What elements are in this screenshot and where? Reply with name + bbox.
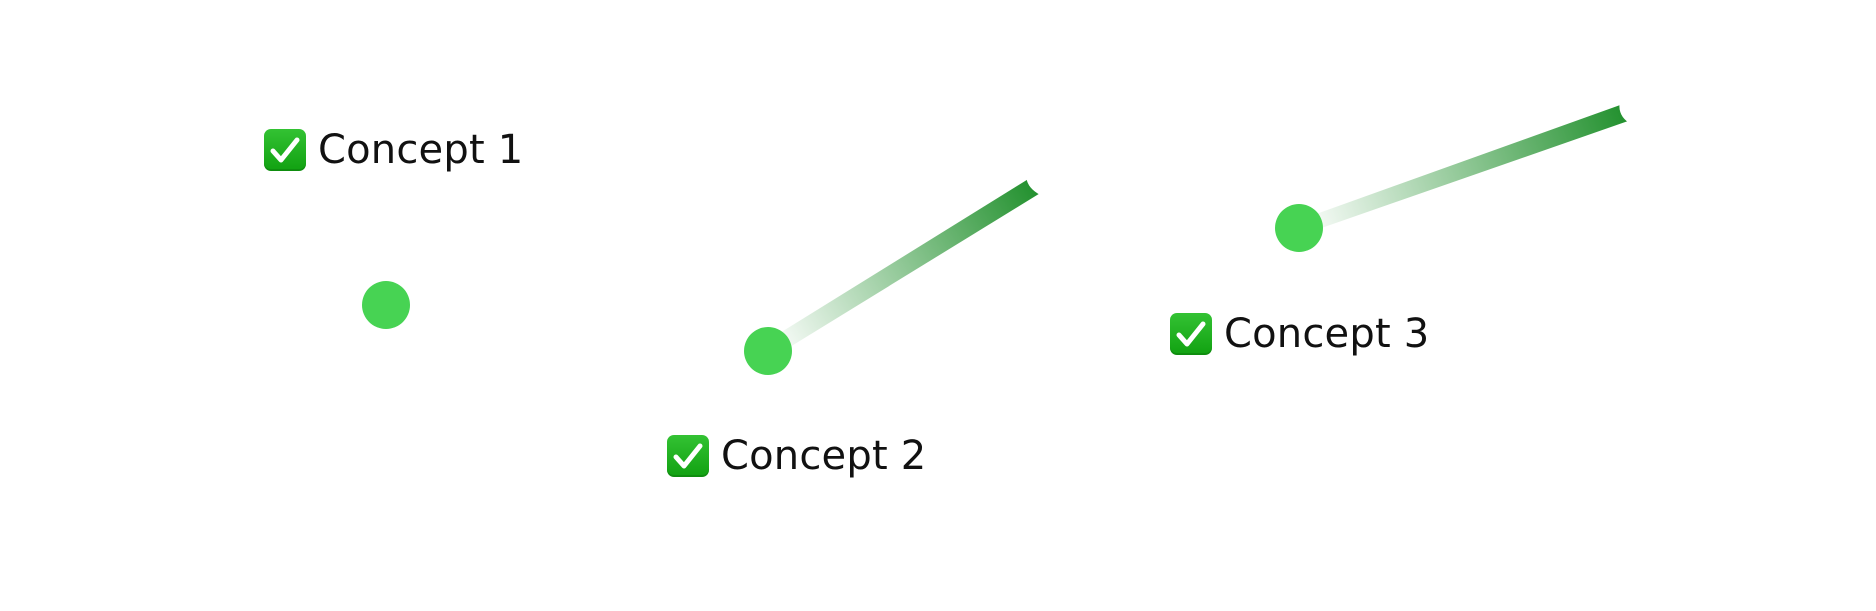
concept-2-dot <box>744 327 792 375</box>
check-box-icon <box>1170 313 1212 355</box>
concept-2-trail <box>775 178 1042 350</box>
concept-3-label: Concept 3 <box>1170 310 1429 358</box>
concept-2-label: Concept 2 <box>667 432 926 480</box>
concept-2-trail-tip <box>1026 174 1046 196</box>
concept-3-dot <box>1275 204 1323 252</box>
check-box-icon <box>667 435 709 477</box>
check-box-icon <box>264 129 306 171</box>
concept-1-label: Concept 1 <box>264 126 523 174</box>
concept-3-text: Concept 3 <box>1224 311 1430 357</box>
concept-2-text: Concept 2 <box>721 433 927 479</box>
concept-1-text: Concept 1 <box>318 127 524 173</box>
concept-3-trail <box>1305 104 1631 232</box>
concept-1-dot <box>362 281 410 329</box>
concept-3-trail-tip <box>1619 100 1635 124</box>
